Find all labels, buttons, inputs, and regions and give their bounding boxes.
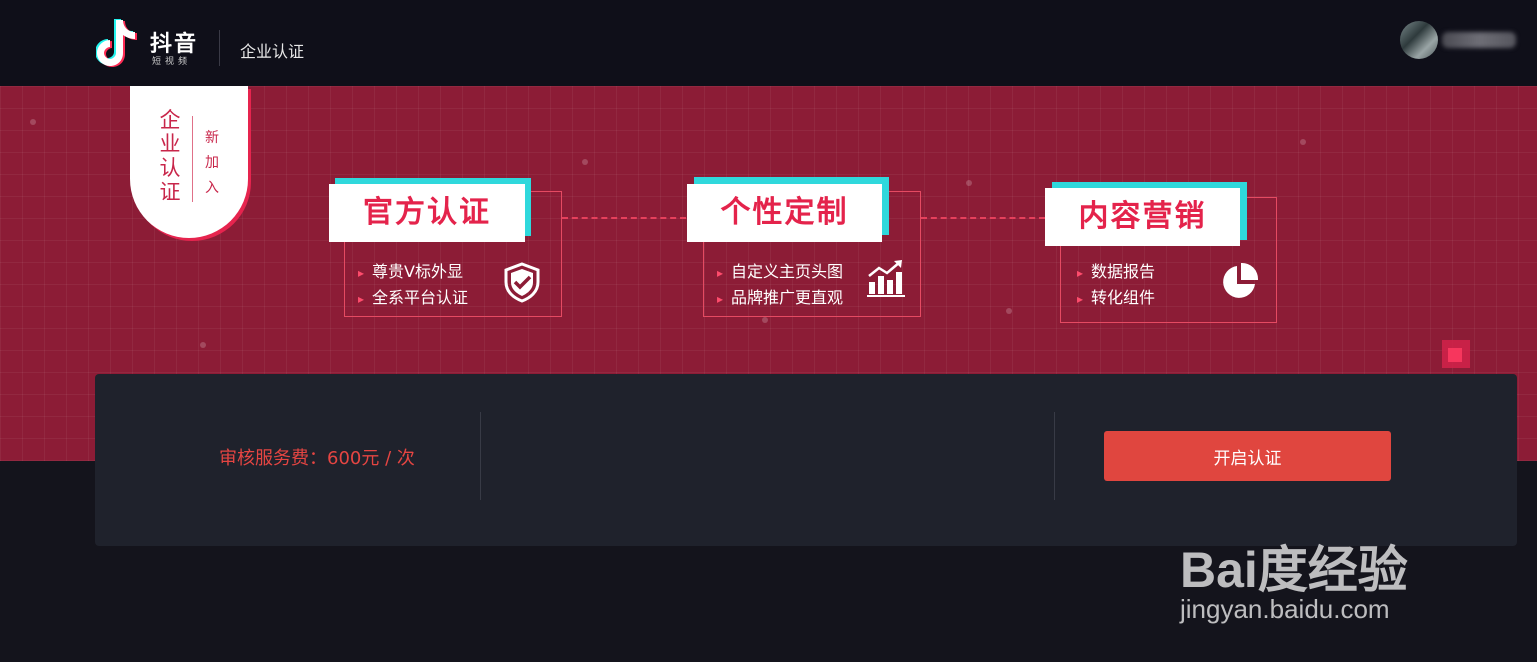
feature-title: 官方认证: [329, 184, 525, 242]
start-verification-button[interactable]: 开启认证: [1104, 431, 1391, 481]
pie-chart-icon: [1223, 262, 1259, 298]
bar-chart-up-icon: [867, 260, 905, 297]
decor-dot: [1300, 139, 1306, 145]
decor-pixel: [1448, 348, 1462, 362]
feature-item: 全系平台认证: [358, 284, 468, 308]
feature-item: 品牌推广更直观: [717, 284, 843, 308]
header-divider: [219, 30, 220, 66]
decor-dot: [30, 119, 36, 125]
panel-divider: [1054, 412, 1055, 500]
service-fee-text: 审核服务费：600元 / 次: [219, 448, 415, 469]
feature-item: 自定义主页头图: [717, 258, 843, 282]
badge-sub-text: 新加入: [205, 130, 219, 196]
top-navigation-bar: 抖音 短视频 企业认证: [0, 0, 1537, 86]
feature-title: 内容营销: [1045, 188, 1240, 246]
verification-panel: 审核服务费：600元 / 次 开启认证: [95, 374, 1517, 546]
username-blurred[interactable]: [1442, 32, 1516, 48]
feature-title: 个性定制: [687, 184, 882, 242]
feature-item: 转化组件: [1077, 284, 1155, 308]
dashed-connector: [562, 217, 686, 219]
feature-item: 数据报告: [1077, 258, 1155, 282]
logo-subtext: 短视频: [152, 57, 192, 67]
badge-divider: [192, 116, 193, 202]
logo-text: 抖音: [150, 32, 199, 57]
feature-item: 尊贵V标外显: [358, 258, 463, 282]
baidu-watermark-url: jingyan.baidu.com: [1180, 594, 1390, 624]
dashed-connector: [921, 217, 1045, 219]
decor-dot: [582, 159, 588, 165]
user-avatar[interactable]: [1400, 21, 1438, 59]
panel-divider: [480, 412, 481, 500]
badge-main-text: 企业认证: [159, 108, 181, 204]
decor-dot: [762, 317, 768, 323]
decor-dot: [966, 180, 972, 186]
new-badge: 企业认证 新加入: [130, 86, 248, 238]
page-title: 企业认证: [240, 42, 305, 61]
douyin-logo-icon[interactable]: [96, 16, 140, 68]
decor-dot: [200, 342, 206, 348]
shield-check-icon: [504, 262, 540, 303]
decor-dot: [1006, 308, 1012, 314]
baidu-watermark-brand: Bai度经验: [1180, 542, 1408, 598]
